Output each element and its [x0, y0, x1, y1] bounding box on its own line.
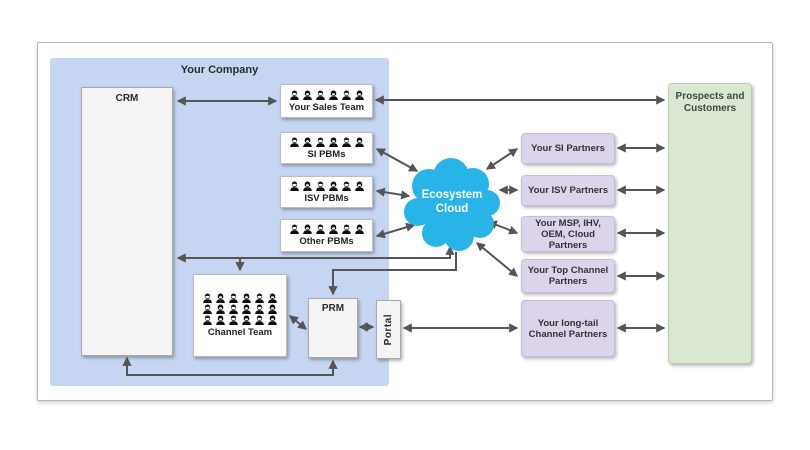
isv-pbms-label: ISV PBMs — [304, 192, 349, 204]
crm-label: CRM — [115, 93, 139, 104]
person-icon — [228, 315, 239, 325]
msp-ihv-oem-cloud-partners-box: Your MSP, IHV, OEM, Cloud Partners — [521, 216, 615, 252]
person-icon — [315, 224, 326, 234]
person-icon — [328, 137, 339, 147]
people-row — [202, 304, 278, 314]
si-pbms-people — [289, 137, 365, 148]
si-partners-box: Your SI Partners — [521, 133, 615, 164]
person-icon — [228, 293, 239, 303]
person-icon — [215, 315, 226, 325]
person-icon — [354, 181, 365, 191]
person-icon — [354, 224, 365, 234]
people-row — [289, 224, 365, 234]
person-icon — [228, 304, 239, 314]
sales-team-box: Your Sales Team — [280, 84, 373, 118]
person-icon — [241, 315, 252, 325]
prm-label: PRM — [321, 303, 345, 314]
person-icon — [289, 181, 300, 191]
people-row — [202, 293, 278, 303]
person-icon — [254, 315, 265, 325]
person-icon — [341, 137, 352, 147]
person-icon — [241, 293, 252, 303]
person-icon — [254, 293, 265, 303]
other-pbms-box: Other PBMs — [280, 219, 373, 252]
person-icon — [302, 90, 313, 100]
portal-label: Portal — [383, 313, 394, 346]
channel-team-label: Channel Team — [207, 327, 273, 338]
isv-pbms-people — [289, 181, 365, 192]
company-title: Your Company — [180, 64, 259, 76]
crm-box: CRM — [81, 87, 173, 356]
portal-box: Portal — [376, 300, 401, 359]
person-icon — [328, 90, 339, 100]
person-icon — [267, 304, 278, 314]
person-icon — [315, 181, 326, 191]
person-icon — [302, 181, 313, 191]
person-icon — [354, 137, 365, 147]
top-channel-partners-box: Your Top Channel Partners — [521, 259, 615, 293]
person-icon — [341, 224, 352, 234]
si-pbms-label: SI PBMs — [307, 148, 346, 160]
person-icon — [202, 304, 213, 314]
person-icon — [315, 137, 326, 147]
longtail-channel-partners-box: Your long-tail Channel Partners — [521, 300, 615, 357]
other-pbms-label: Other PBMs — [299, 236, 354, 247]
person-icon — [202, 315, 213, 325]
person-icon — [215, 304, 226, 314]
ecosystem-cloud: Ecosystem Cloud — [401, 148, 503, 256]
sales-team-people — [289, 90, 365, 101]
prospects-customers-box: Prospects and Customers — [668, 83, 752, 364]
prm-box: PRM — [308, 298, 358, 358]
channel-team-box: Channel Team — [193, 274, 287, 357]
person-icon — [254, 304, 265, 314]
person-icon — [341, 90, 352, 100]
people-row — [289, 181, 365, 191]
person-icon — [267, 293, 278, 303]
channel-team-people — [202, 293, 278, 326]
person-icon — [215, 293, 226, 303]
people-row — [289, 137, 365, 147]
person-icon — [328, 224, 339, 234]
person-icon — [202, 293, 213, 303]
person-icon — [328, 181, 339, 191]
person-icon — [302, 137, 313, 147]
person-icon — [315, 90, 326, 100]
person-icon — [341, 181, 352, 191]
person-icon — [302, 224, 313, 234]
sales-team-label: Your Sales Team — [288, 101, 365, 113]
person-icon — [267, 315, 278, 325]
si-pbms-box: SI PBMs — [280, 132, 373, 164]
isv-pbms-box: ISV PBMs — [280, 176, 373, 208]
person-icon — [289, 137, 300, 147]
people-row — [289, 90, 365, 100]
isv-partners-box: Your ISV Partners — [521, 175, 615, 206]
people-row — [202, 315, 278, 325]
person-icon — [354, 90, 365, 100]
other-pbms-people — [289, 224, 365, 235]
person-icon — [289, 90, 300, 100]
person-icon — [241, 304, 252, 314]
person-icon — [289, 224, 300, 234]
cloud-icon — [404, 158, 500, 251]
